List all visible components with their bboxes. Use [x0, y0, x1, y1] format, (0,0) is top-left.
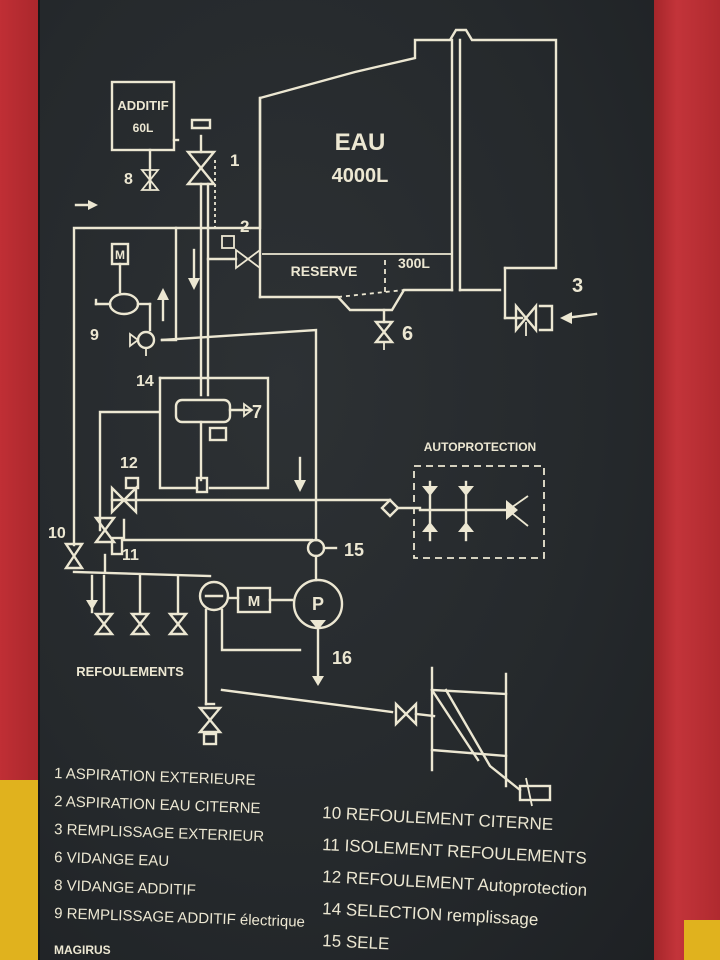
callout-7: 7 [252, 402, 262, 422]
valve-11-icon [93, 516, 124, 556]
hose-reel-valve-icon [394, 701, 418, 727]
refoulements-label: REFOULEMENTS [76, 664, 184, 679]
pump-group: M P [198, 578, 344, 686]
callout-14: 14 [136, 373, 154, 390]
legend-item-14: 14 SELECTION remplissage [322, 899, 539, 929]
legend-item-8: 8 VIDANGE ADDITIF [54, 877, 196, 899]
autoprotection-box: AUTOPROTECTION [413, 440, 545, 559]
legend-item-11: 11 ISOLEMENT REFOULEMENTS [322, 835, 587, 868]
pump-letter: P [312, 594, 324, 614]
reserve-label: RESERVE [291, 263, 358, 279]
callout-3: 3 [572, 275, 583, 297]
callout-12: 12 [120, 455, 138, 472]
red-frame-right [648, 0, 720, 960]
legend-item-10: 10 REFOULEMENT CITERNE [322, 803, 554, 834]
additive-motor-letter: M [115, 248, 125, 262]
flow-arrows [157, 248, 306, 492]
valve-10-icon [63, 542, 85, 570]
valve-6-icon [373, 308, 395, 350]
additive-pump-motor: M [94, 242, 152, 332]
pump-motor-letter: M [248, 593, 261, 610]
additive-label: ADDITIF [117, 98, 168, 113]
hose-reel-icon [430, 666, 552, 807]
autoprotection-connector [380, 498, 422, 518]
legend-item-15: 15 SELE [322, 931, 390, 953]
valve-3-icon [503, 302, 598, 336]
yellow-reflector-right [684, 920, 720, 960]
legend-item-1: 1 ASPIRATION EXTERIEURE [54, 765, 256, 789]
legend-left: 1 ASPIRATION EXTERIEURE 2 ASPIRATION EAU… [54, 765, 305, 957]
legend-item-3: 3 REMPLISSAGE EXTERIEUR [54, 821, 265, 845]
legend-right: 10 REFOULEMENT CITERNE 11 ISOLEMENT REFO… [322, 803, 588, 953]
callout-11: 11 [122, 547, 139, 564]
tank-label: EAU [335, 129, 386, 156]
legend-item-2: 2 ASPIRATION EAU CITERNE [54, 793, 261, 817]
diagram-plate [38, 0, 654, 960]
callout-9: 9 [90, 327, 99, 344]
autoprotection-label: AUTOPROTECTION [424, 440, 536, 454]
footer-brand: MAGIRUS [54, 943, 111, 957]
callout-15: 15 [344, 540, 364, 560]
legend-item-12: 12 REFOULEMENT Autoprotection [322, 867, 588, 900]
refoulements-outlets: REFOULEMENTS [72, 570, 212, 679]
reserve-capacity: 300L [398, 255, 430, 271]
water-tank: EAU 4000L RESERVE 300L [258, 28, 558, 320]
valve-12-icon [110, 476, 140, 515]
additive-tank: ADDITIF 60L [110, 80, 180, 190]
legend-item-9: 9 REMPLISSAGE ADDITIF électrique [54, 905, 305, 931]
valve-14-icon [129, 330, 156, 356]
additive-capacity: 60L [133, 121, 154, 135]
callout-numbers: 1 2 3 6 7 8 9 10 11 12 14 15 16 [48, 151, 583, 668]
callout-1: 1 [230, 151, 239, 170]
legend-item-6: 6 VIDANGE EAU [54, 849, 170, 870]
valve-8-icon [140, 169, 160, 191]
valve-7-icon [158, 376, 270, 494]
callout-8: 8 [124, 171, 133, 188]
tank-capacity: 4000L [332, 165, 389, 187]
valve-15-icon [306, 538, 338, 582]
callout-10: 10 [48, 525, 66, 542]
bottom-drain-valve-icon [197, 706, 223, 746]
callout-16: 16 [332, 648, 352, 668]
valve-2-icon [206, 235, 261, 270]
callout-2: 2 [240, 217, 249, 236]
callout-6: 6 [402, 323, 413, 345]
yellow-reflector-left [0, 780, 40, 960]
